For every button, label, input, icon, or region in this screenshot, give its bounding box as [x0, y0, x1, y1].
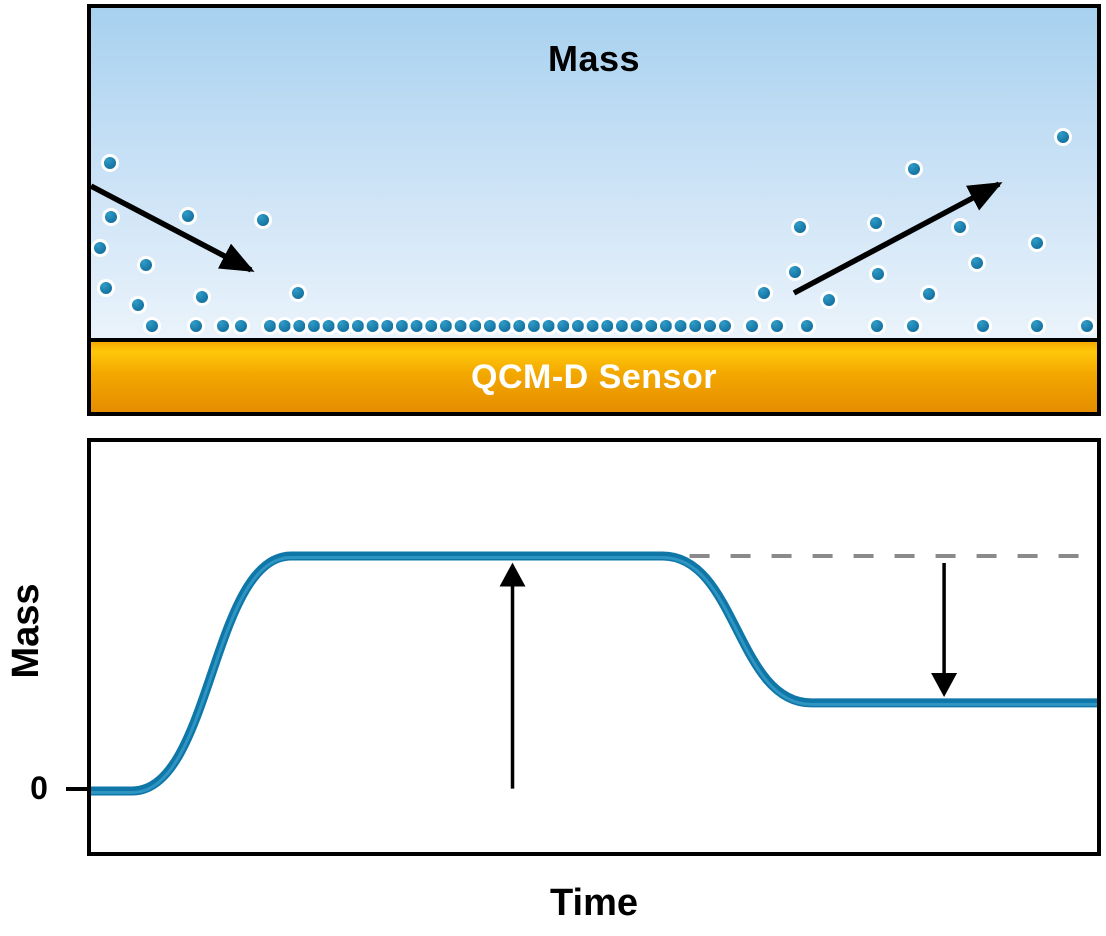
mass-vs-time-chart	[87, 438, 1101, 856]
adsorption-schematic-panel: Mass QCM-D Sensor	[87, 4, 1101, 416]
top-panel-title: Mass	[547, 38, 641, 79]
solution-region: Mass	[91, 8, 1097, 338]
y-axis-tick-mark	[66, 787, 87, 791]
y-axis-label: Mass	[5, 583, 47, 679]
particles-canvas	[91, 128, 1096, 335]
chart-canvas	[91, 551, 1097, 796]
particle-dots	[91, 128, 1096, 335]
adsorption-desorption-arrows	[91, 181, 1003, 296]
x-axis-label: Time	[549, 882, 638, 924]
mass-curve	[91, 551, 1097, 796]
y-axis-tick-zero: 0	[30, 770, 48, 806]
qcmd-sensor-bar: QCM-D Sensor	[91, 338, 1097, 412]
sensor-label: QCM-D Sensor	[471, 357, 717, 396]
